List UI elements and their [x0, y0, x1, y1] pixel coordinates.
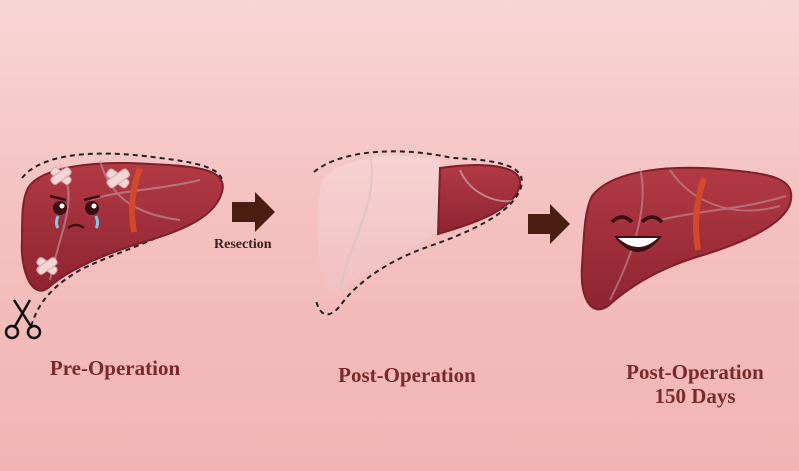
liver-body: [20, 162, 224, 292]
resection-cut-line: [21, 152, 224, 331]
stage-label-line-2: 150 Days: [654, 384, 736, 408]
remaining-liver: [436, 164, 522, 236]
post-operation-liver: [313, 150, 523, 316]
pre-operation-liver: [4, 152, 224, 340]
happy-face-icon: [610, 215, 664, 252]
stage-label-line-1: Post-Operation: [626, 360, 764, 384]
stage-label-post-operation: Post-Operation: [338, 363, 476, 387]
sad-face-icon: [49, 194, 101, 230]
stage-label-post-operation-150-days: Post-Operation 150 Days: [610, 360, 780, 408]
gallbladder: [129, 166, 143, 233]
gallbladder: [693, 177, 707, 251]
resected-region: [318, 155, 440, 294]
bandage-icon: [36, 167, 131, 275]
arrow-right-icon: [528, 204, 570, 244]
transition-label-resection: Resection: [214, 237, 272, 252]
liver-body: [580, 166, 793, 311]
arrow-right-icon: [232, 192, 275, 232]
stage-label-pre-operation: Pre-Operation: [49, 356, 181, 380]
regenerated-liver: [580, 166, 793, 311]
scissors-icon: [4, 299, 42, 340]
